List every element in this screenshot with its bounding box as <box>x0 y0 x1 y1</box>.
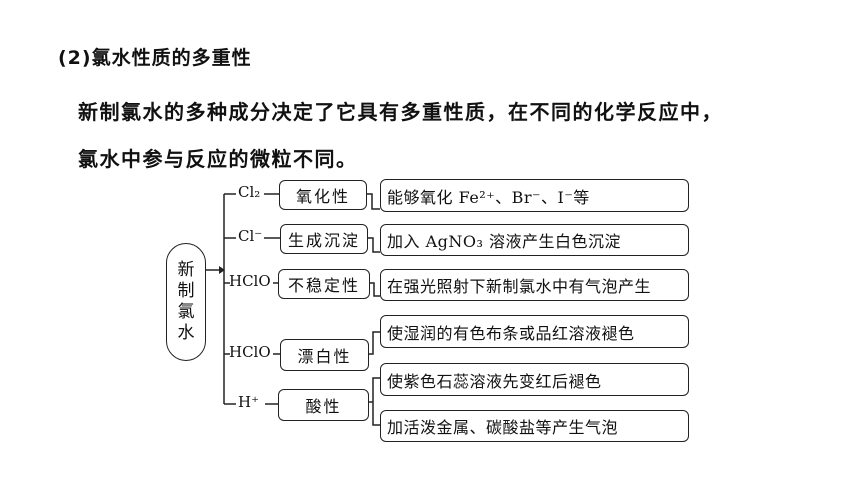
species-cl-ion: Cl⁻ <box>238 227 263 245</box>
description-acidity-metals: 加活泼金属、碳酸盐等产生气泡 <box>380 410 689 442</box>
property-precipitate: 生成沉淀 <box>280 224 368 254</box>
paragraph-line-1: 新制氯水的多种成分决定了它具有多重性质，在不同的化学反应中， <box>78 100 723 124</box>
species-hclo-2: HClO <box>229 343 271 361</box>
root-char-4: 水 <box>177 323 195 343</box>
root-fresh-chlorine-water: 新 制 氯 水 <box>166 243 206 361</box>
description-instability: 在强光照射下新制氯水中有气泡产生 <box>380 269 689 301</box>
root-char-2: 制 <box>177 281 195 301</box>
property-acidity: 酸性 <box>278 389 369 421</box>
description-bleaching: 使湿润的有色布条或品红溶液褪色 <box>380 315 689 348</box>
species-cl2: Cl₂ <box>238 183 261 201</box>
section-heading: (2)氯水性质的多重性 <box>58 47 252 69</box>
paragraph-line-2: 氯水中参与反应的微粒不同。 <box>78 147 358 171</box>
description-acidity-litmus: 使紫色石蕊溶液先变红后褪色 <box>380 363 689 396</box>
property-oxidizing: 氧化性 <box>279 180 367 210</box>
description-precipitate: 加入 AgNO₃ 溶液产生白色沉淀 <box>380 224 689 256</box>
species-h-ion: H⁺ <box>238 393 259 411</box>
root-char-1: 新 <box>177 260 195 280</box>
property-instability: 不稳定性 <box>278 269 370 299</box>
description-oxidizing: 能够氧化 Fe²⁺、Br⁻、I⁻等 <box>380 179 689 212</box>
root-char-3: 氯 <box>177 302 195 322</box>
property-bleaching: 漂白性 <box>280 339 369 371</box>
species-hclo-1: HClO <box>229 272 271 290</box>
